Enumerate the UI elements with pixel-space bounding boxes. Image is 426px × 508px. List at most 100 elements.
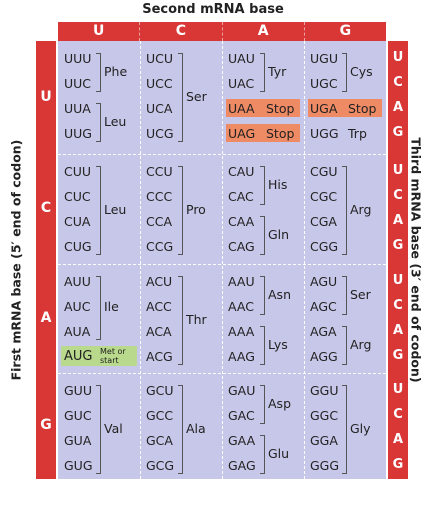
codon-agu: AGU — [310, 274, 338, 289]
codon-auu: AUU — [64, 274, 91, 289]
codon-acu: ACU — [146, 274, 173, 289]
codon-ggg: GGG — [310, 458, 340, 473]
third-base-a: A — [392, 213, 404, 228]
amino-acid-gly: Gly — [350, 420, 371, 436]
amino-acid-arg: Arg — [350, 201, 372, 217]
amino-acid-pro: Pro — [186, 201, 206, 217]
codon-group-brace — [260, 216, 265, 255]
codon-uaa: UAA — [228, 101, 255, 116]
third-base-g: G — [392, 457, 404, 472]
codon-uug: UUG — [64, 126, 92, 141]
codon-cau: CAU — [228, 164, 255, 179]
codon-uac: UAC — [228, 76, 255, 91]
amino-acid-tyr: Tyr — [268, 63, 287, 79]
codon-cuc: CUC — [64, 189, 91, 204]
third-base-a: A — [392, 432, 404, 447]
codon-gga: GGA — [310, 433, 338, 448]
codon-group-brace — [96, 103, 101, 142]
codon-group-brace — [96, 166, 101, 255]
amino-acid-ser: Ser — [186, 88, 207, 104]
codon-group-brace — [342, 385, 347, 474]
row-divider — [58, 373, 386, 374]
first-base-c: C — [40, 200, 52, 216]
third-base-a: A — [392, 100, 404, 115]
third-base-g: G — [392, 238, 404, 253]
amino-acid-cys: Cys — [350, 63, 373, 79]
second-base-c: C — [139, 22, 221, 41]
codon-aag: AAG — [228, 349, 255, 364]
first-base-g: G — [40, 417, 52, 433]
third-base-g: G — [392, 125, 404, 140]
third-base-u: U — [392, 382, 404, 397]
codon-ucc: UCC — [146, 76, 173, 91]
stop-label: Stop — [348, 101, 377, 116]
codon-uua: UUA — [64, 101, 91, 116]
codon-group-brace — [342, 53, 347, 92]
codon-cua: CUA — [64, 214, 91, 229]
codon-guu: GUU — [64, 383, 92, 398]
codon-aua: AUA — [64, 324, 91, 339]
codon-ugu: UGU — [310, 51, 338, 66]
codon-group-brace — [178, 53, 183, 142]
third-base-strip — [388, 41, 408, 479]
third-base-c: C — [393, 407, 403, 422]
codon-ugg: UGG — [310, 126, 339, 141]
codon-gcu: GCU — [146, 383, 174, 398]
amino-acid-ser: Ser — [350, 286, 371, 302]
amino-acid-val: Val — [104, 420, 123, 436]
codon-group-brace — [178, 276, 183, 365]
column-divider — [304, 41, 305, 479]
codon-aca: ACA — [146, 324, 172, 339]
first-base-strip — [36, 41, 56, 479]
codon-cag: CAG — [228, 239, 255, 254]
codon-gag: GAG — [228, 458, 256, 473]
codon-group-brace — [178, 166, 183, 255]
codon-agg: AGG — [310, 349, 338, 364]
row-divider — [58, 264, 386, 265]
codon-ccc: CCC — [146, 189, 173, 204]
codon-acc: ACC — [146, 299, 172, 314]
codon-aaa: AAA — [228, 324, 255, 339]
third-base-u: U — [392, 163, 404, 178]
codon-group-brace — [260, 276, 265, 315]
codon-gug: GUG — [64, 458, 93, 473]
codon-gca: GCA — [146, 433, 173, 448]
codon-ccg: CCG — [146, 239, 174, 254]
codon-group-brace — [260, 166, 265, 205]
codon-ugc: UGC — [310, 76, 338, 91]
codon-ggu: GGU — [310, 383, 339, 398]
codon-cac: CAC — [228, 189, 254, 204]
start-label-line1: Met or — [100, 347, 126, 356]
codon-cgu: CGU — [310, 164, 338, 179]
third-base-c: C — [393, 75, 403, 90]
codon-cga: CGA — [310, 214, 337, 229]
codon-cgc: CGC — [310, 189, 338, 204]
codon-group-brace — [260, 53, 265, 92]
first-base-a: A — [40, 309, 52, 326]
row-divider — [58, 154, 386, 155]
codon-ccu: CCU — [146, 164, 173, 179]
stop-codon-highlight — [226, 99, 300, 117]
column-divider — [222, 41, 223, 479]
codon-aga: AGA — [310, 324, 337, 339]
amino-acid-thr: Thr — [186, 311, 207, 327]
codon-gcg: GCG — [146, 458, 175, 473]
third-base-c: C — [393, 298, 403, 313]
codon-group-brace — [96, 276, 101, 340]
codon-auc: AUC — [64, 299, 91, 314]
third-base-c: C — [393, 188, 403, 203]
codon-uag: UAG — [228, 126, 256, 141]
stop-codon-highlight — [226, 124, 300, 142]
third-base-u: U — [392, 50, 404, 65]
codon-uuc: UUC — [64, 76, 92, 91]
codon-group-brace — [342, 166, 347, 255]
codon-gac: GAC — [228, 408, 255, 423]
amino-acid-ile: Ile — [104, 299, 119, 314]
codon-gcc: GCC — [146, 408, 174, 423]
start-codon-highlight — [61, 346, 137, 366]
codon-ucu: UCU — [146, 51, 174, 66]
codon-uuu: UUU — [64, 51, 92, 66]
codon-cuu: CUU — [64, 164, 92, 179]
codon-cug: CUG — [64, 239, 92, 254]
